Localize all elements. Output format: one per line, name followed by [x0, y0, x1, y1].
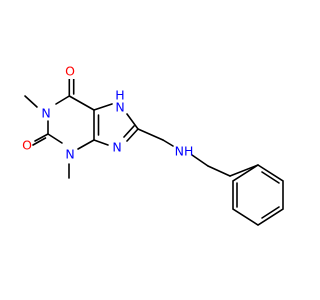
phenyl-double-2	[261, 206, 280, 219]
chemical-structure-diagram: O H N N O N N NH	[22, 63, 284, 226]
bond-n9-c8-double	[123, 125, 135, 138]
nitrogen-atom-label: N	[112, 140, 121, 155]
bond-c6-c5	[68, 95, 95, 111]
bond-c2-o-double	[32, 137, 47, 146]
oxygen-atom-label: O	[22, 138, 32, 153]
atom-label-layer: O H N N O N N NH	[22, 63, 193, 162]
phenyl-double-1	[261, 171, 280, 184]
oxygen-atom-label: O	[65, 64, 75, 79]
label-bg	[62, 63, 78, 79]
bond-c2-n3	[47, 133, 63, 144]
bond-n3-c4	[77, 139, 95, 150]
bond-c8-ch2	[137, 128, 164, 141]
bond-n1-methyl	[24, 95, 38, 108]
bond-n7-c8	[126, 113, 139, 130]
bond-c6-n1	[55, 95, 71, 105]
bond-ch2-nh	[162, 139, 174, 147]
amine-nh-label: NH	[175, 144, 194, 159]
nitrogen-atom-label: N	[65, 147, 74, 162]
nitrogen-atom-label: N	[115, 100, 124, 115]
bond-layer	[24, 77, 284, 226]
phenyl-ring	[232, 164, 284, 226]
hydrogen-atom-label: H	[115, 88, 124, 103]
bond-nh-ch2	[191, 154, 209, 167]
bond-c2-o	[34, 133, 49, 142]
bond-ch2-ch2	[207, 165, 231, 177]
bond-n9-c8	[126, 128, 139, 142]
bond-c5-n7	[93, 103, 113, 111]
bond-ch2-phenyl	[229, 164, 259, 177]
bond-c4-n9	[93, 139, 109, 146]
nitrogen-atom-label: N	[41, 106, 50, 121]
